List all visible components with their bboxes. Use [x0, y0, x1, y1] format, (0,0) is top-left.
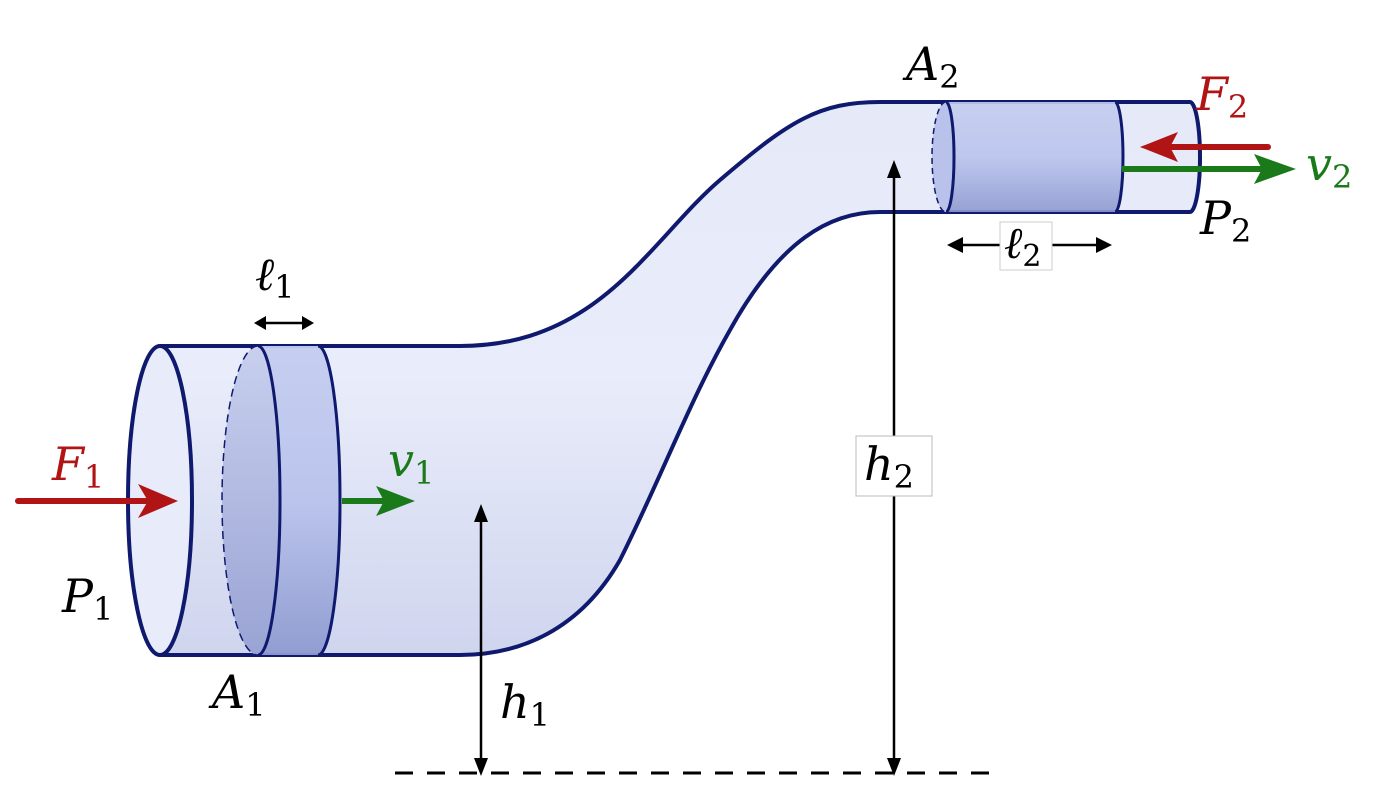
label-f2: F2	[1195, 67, 1248, 126]
label-v1: v1	[388, 433, 434, 492]
f1-arrowhead	[138, 484, 178, 518]
label-p2: P2	[1199, 191, 1251, 250]
right-slab-front-edge	[945, 100, 956, 214]
left-slab-back-dashed	[221, 345, 259, 656]
pipe-outline-bottom	[160, 210, 1190, 657]
label-l2: ℓ2	[1004, 218, 1041, 274]
h1-arrow	[474, 504, 488, 776]
label-f1: F1	[51, 437, 104, 496]
right-opening	[1189, 100, 1202, 214]
left-slab-back-edge	[317, 344, 342, 657]
right-slab-back-edge	[1114, 100, 1125, 214]
right-fluid-slab	[938, 102, 1123, 212]
label-h1: h1	[500, 675, 550, 734]
label-v2: v2	[1306, 137, 1352, 196]
v2-arrowhead	[1254, 154, 1296, 184]
l1-dimension-arrow	[254, 316, 314, 330]
label-l1: ℓ1	[255, 247, 295, 306]
left-slab-face	[222, 346, 280, 655]
left-slab-front-edge	[257, 344, 282, 657]
label-a2: A2	[902, 37, 960, 96]
label-p1: P1	[61, 569, 113, 628]
label-h2: h2	[864, 437, 914, 496]
f2-arrowhead	[1140, 132, 1178, 162]
pipe-body	[160, 102, 1202, 655]
h2-label-box	[855, 435, 933, 497]
v1-arrowhead	[376, 486, 415, 516]
l2-label-box	[999, 221, 1053, 271]
pipe-outline-top	[160, 100, 1190, 348]
label-a1: A1	[208, 665, 266, 724]
right-slab-face	[932, 102, 954, 212]
